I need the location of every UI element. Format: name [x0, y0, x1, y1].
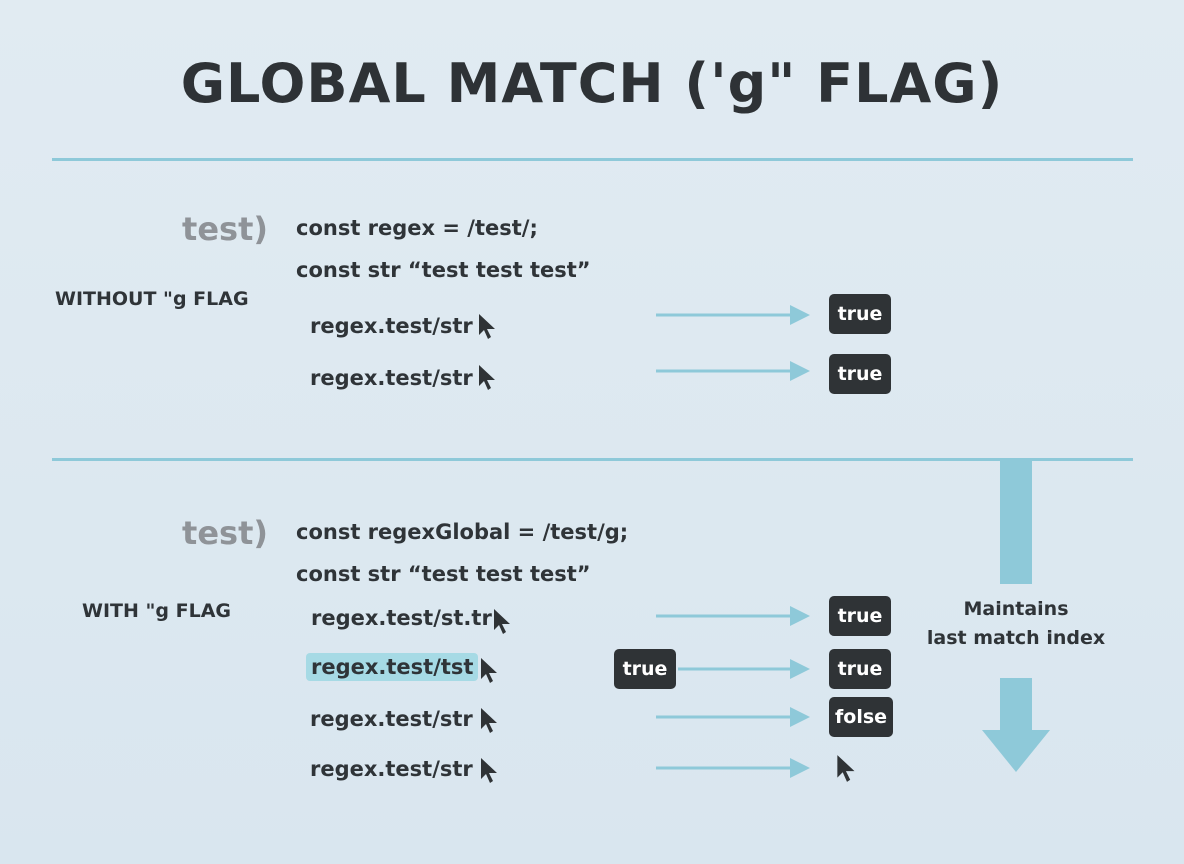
cursor-arrow-icon	[479, 314, 495, 339]
with-code-line-1: const regexGlobal = /test/g;	[296, 520, 629, 544]
right-arrow-icon	[656, 758, 810, 778]
note-line-2: last match index	[926, 627, 1106, 649]
middle-divider	[52, 458, 1133, 461]
down-arrow-icon	[982, 678, 1050, 772]
with-section-label: WITH "g FLAG	[82, 600, 232, 622]
with-call-4: regex.test/str	[310, 757, 473, 781]
right-arrow-icon	[656, 707, 810, 727]
with-inline-result-2: true	[614, 649, 676, 689]
cursor-arrow-icon	[481, 708, 497, 733]
with-result-1: true	[829, 596, 891, 636]
without-glyph-label: test)	[182, 210, 268, 248]
with-call-1: regex.test/st.tr	[311, 606, 492, 630]
cursor-arrow-icon	[481, 658, 497, 683]
cursor-arrow-icon	[494, 609, 510, 634]
right-arrow-icon	[656, 606, 810, 626]
with-call-3: regex.test/str	[310, 707, 473, 731]
cursor-arrow-icon	[837, 755, 855, 782]
right-arrow-icon	[656, 361, 810, 381]
right-arrow-icon	[656, 305, 810, 325]
without-section-label: WITHOUT "g FLAG	[55, 288, 249, 310]
right-arrow-icon	[678, 659, 810, 679]
page-title: GLOBAL MATCH ('g" FLAG)	[180, 52, 1004, 115]
with-result-3: folse	[829, 697, 894, 737]
without-code-line-1: const regex = /test/;	[296, 216, 538, 240]
without-call-2: regex.test/str	[310, 366, 473, 390]
note-text: Maintains last match index	[906, 595, 1126, 653]
down-arrow-shaft-top	[1000, 461, 1032, 584]
without-result-2: true	[829, 354, 891, 394]
with-glyph-label: test)	[182, 514, 268, 552]
note-line-1: Maintains	[963, 598, 1069, 620]
without-call-1: regex.test/str	[310, 314, 473, 338]
with-call-2: regex.test/tst	[306, 653, 479, 681]
top-divider	[52, 158, 1133, 161]
with-code-line-2: const str “test test test”	[296, 562, 591, 586]
without-result-1: true	[829, 294, 891, 334]
cursor-arrow-icon	[481, 758, 497, 783]
without-code-line-2: const str “test test test”	[296, 258, 591, 282]
with-result-2: true	[829, 649, 891, 689]
cursor-arrow-icon	[479, 365, 495, 390]
